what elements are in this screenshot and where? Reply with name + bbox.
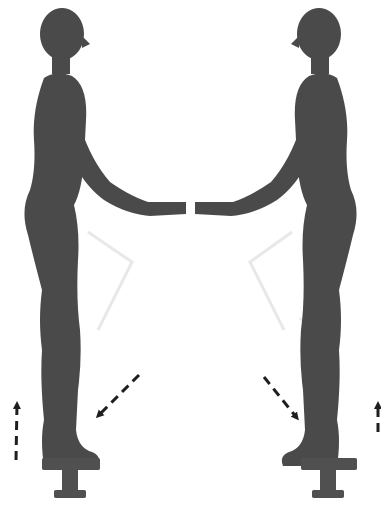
left-heel-raise-arrow — [16, 404, 17, 460]
right-platform — [301, 458, 357, 498]
right-person-silhouette — [195, 8, 357, 466]
right-figure — [195, 8, 357, 466]
left-push-arrow — [98, 375, 139, 416]
left-person-silhouette — [24, 8, 186, 466]
right-push-arrow — [264, 377, 297, 418]
faint-guide-lines — [88, 232, 312, 330]
left-figure — [24, 8, 186, 466]
left-platform — [42, 458, 100, 498]
